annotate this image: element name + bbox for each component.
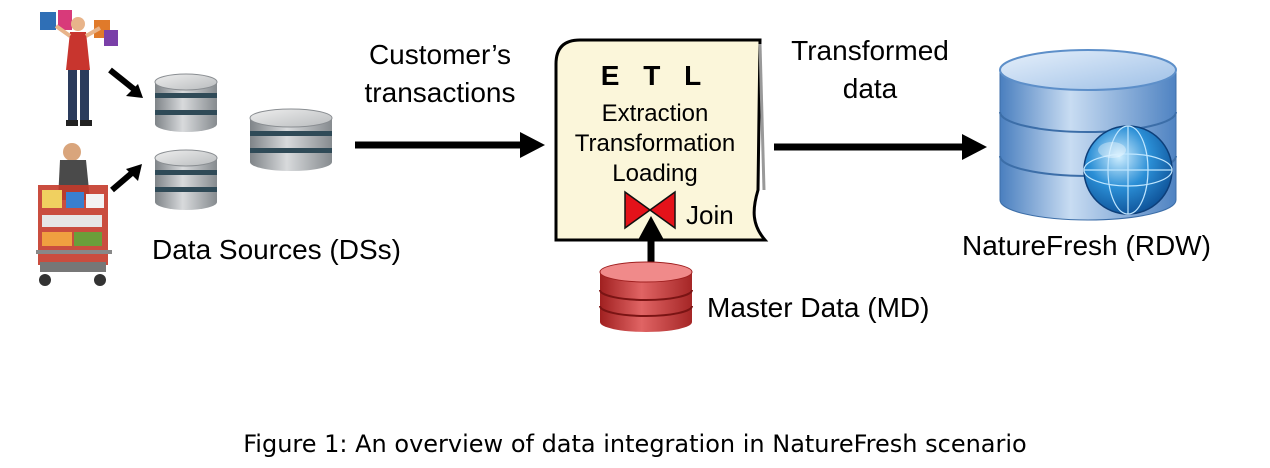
etl-title: E T L xyxy=(600,60,710,91)
rdw-label: NatureFresh (RDW) xyxy=(962,230,1211,261)
grey-database-icon xyxy=(154,73,218,132)
master-data-label: Master Data (MD) xyxy=(707,292,930,323)
etl-step-loading: Loading xyxy=(612,160,698,187)
join-label: Join xyxy=(686,200,734,230)
etl-step-extraction: Extraction xyxy=(601,100,709,127)
arrow-etl-to-rdw-head xyxy=(962,134,987,160)
data-sources-label: Data Sources (DSs) xyxy=(152,234,401,265)
shopper-arrow-1-head xyxy=(126,84,143,98)
shopper-with-bags-icon xyxy=(40,10,118,126)
edge-label-customer-transactions-line1: Customer’s xyxy=(368,39,512,70)
edge-label-transformed-data-line2: data xyxy=(842,73,898,104)
shopper-arrow-2 xyxy=(110,169,135,193)
shopper-with-cart-icon xyxy=(36,143,112,286)
grey-database-icon xyxy=(154,149,218,210)
etl-step-transformation: Transformation xyxy=(574,130,736,157)
edge-label-transformed-data-line1: Transformed xyxy=(791,35,949,66)
blue-database-globe-icon xyxy=(999,49,1177,221)
red-database-icon xyxy=(599,261,693,332)
etl-box-shadow xyxy=(758,43,766,191)
etl-box xyxy=(554,38,769,242)
edge-label-customer-transactions-line2: transactions xyxy=(364,77,516,108)
arrow-ds-to-etl-head xyxy=(520,132,545,158)
figure-caption: Figure 1: An overview of data integratio… xyxy=(243,430,1027,458)
bowtie-join-icon xyxy=(624,190,676,230)
grey-database-icon xyxy=(249,108,333,171)
shopper-arrow-1 xyxy=(108,67,137,93)
edge-label-transformed-data: Transformed data xyxy=(770,32,970,108)
shopper-arrow-2-head xyxy=(126,164,142,181)
arrow-md-to-etl-head xyxy=(638,216,664,240)
edge-label-customer-transactions: Customer’s transactions xyxy=(340,36,540,112)
